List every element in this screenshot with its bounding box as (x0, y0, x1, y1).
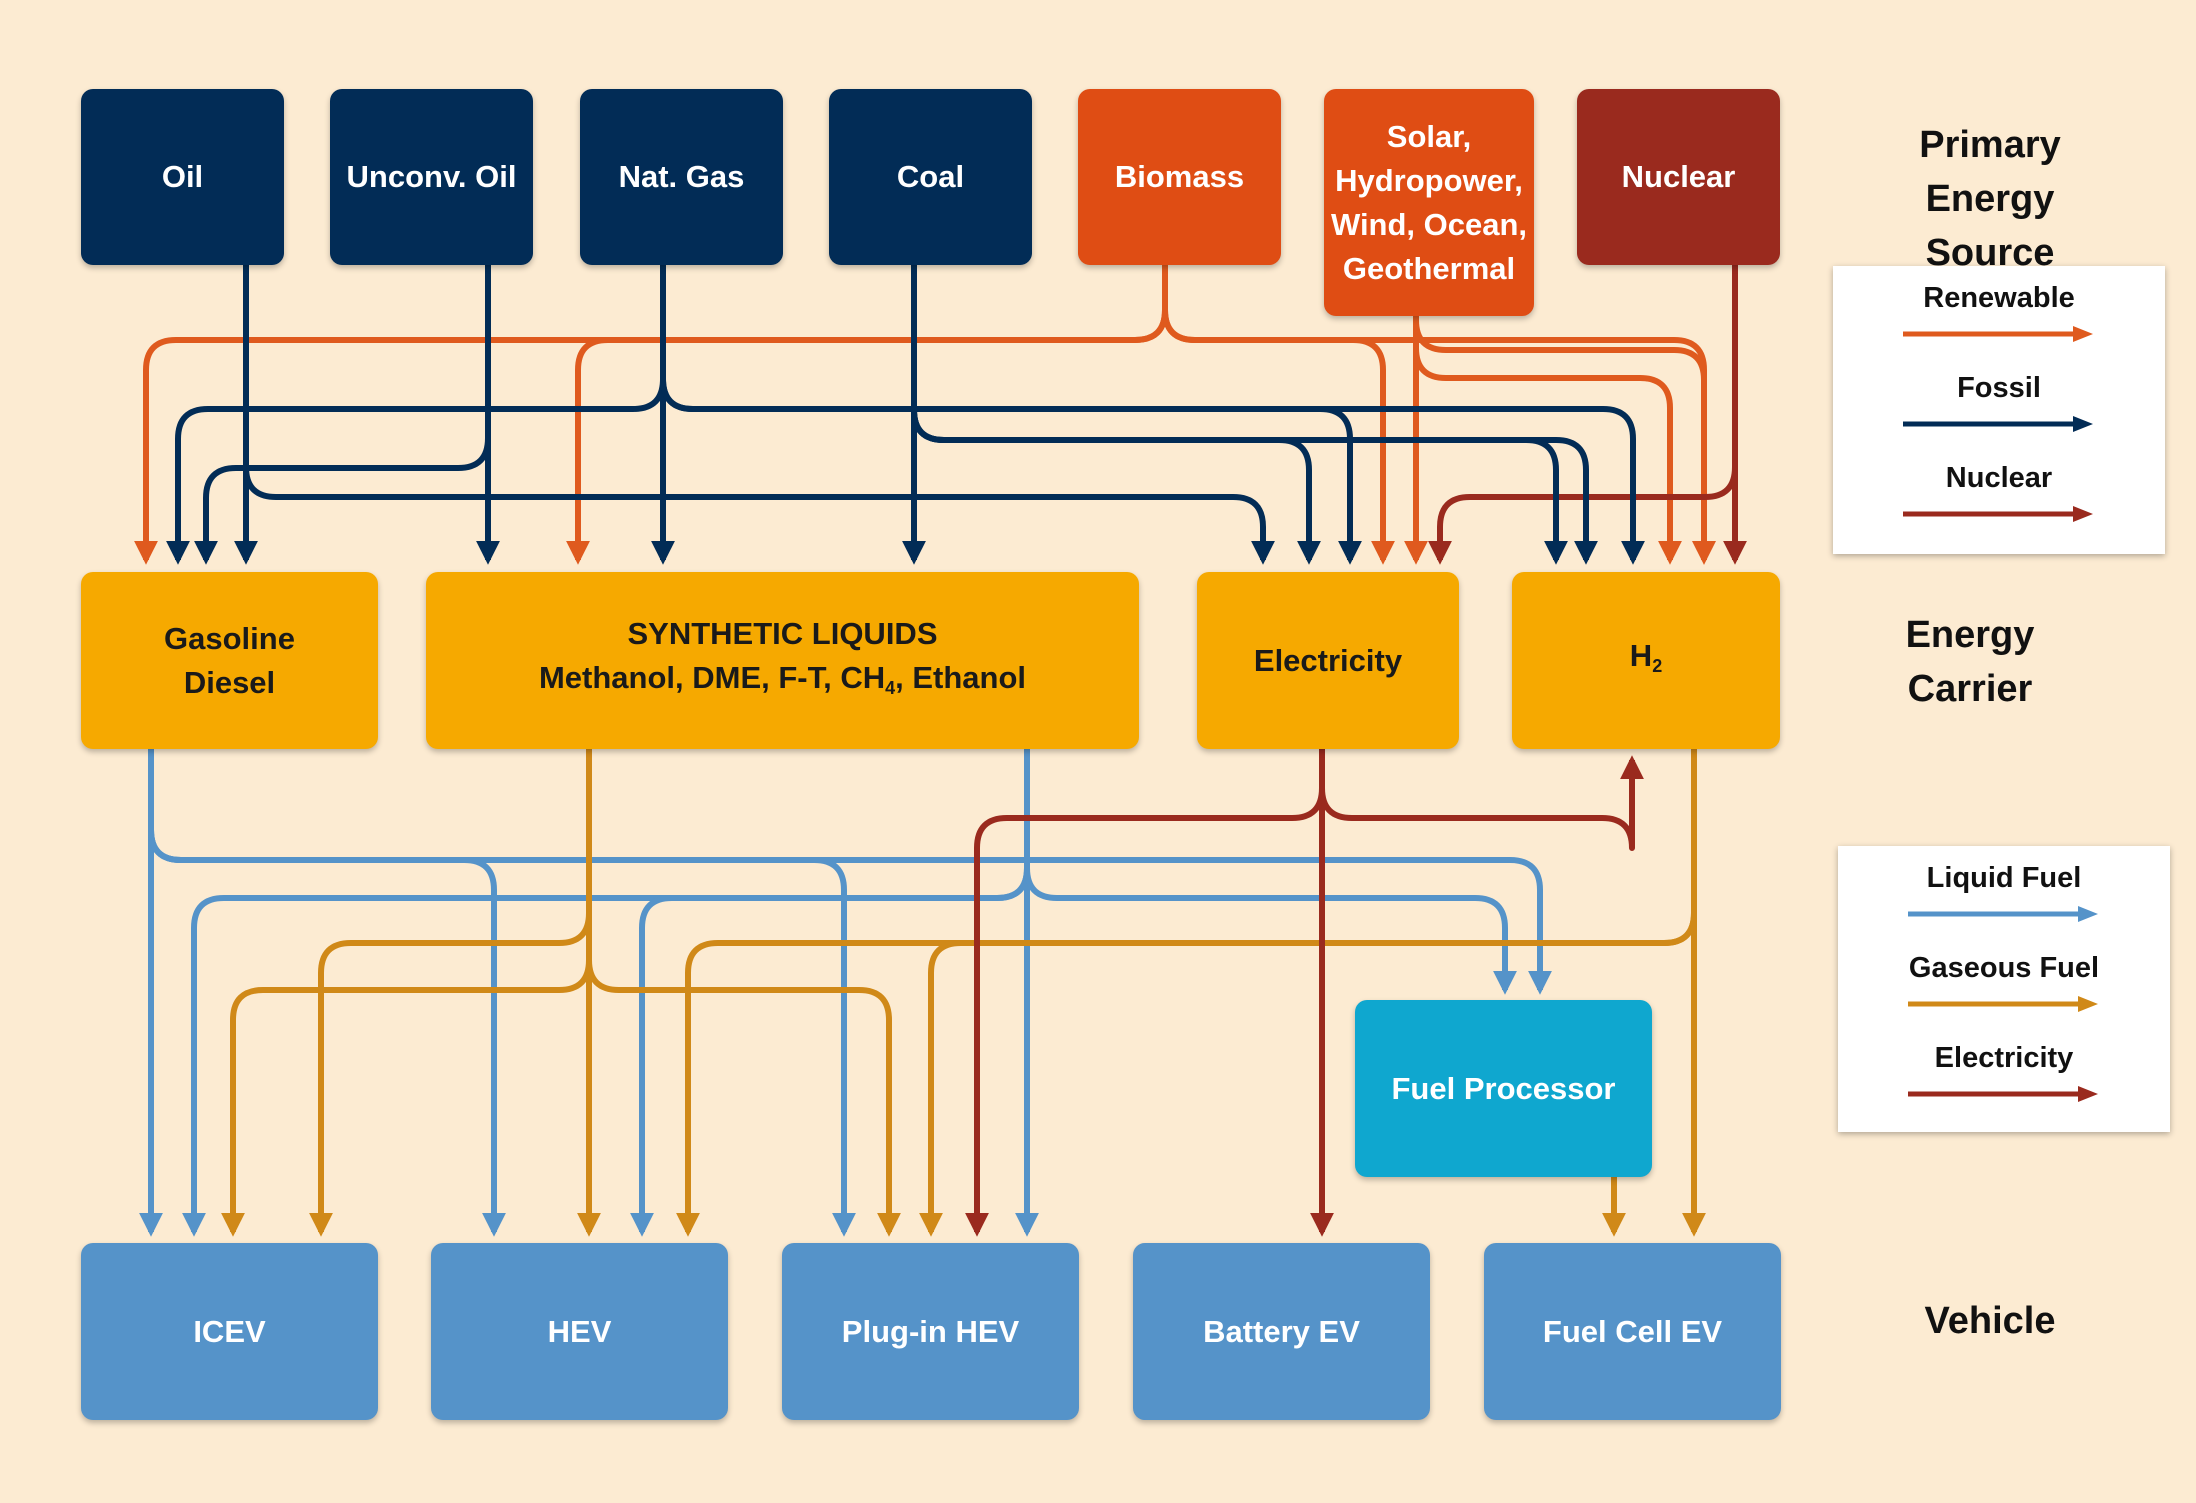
source-solar: Solar, Hydropower, Wind, Ocean, Geotherm… (1324, 89, 1534, 316)
flow-biomass-synthetic (566, 265, 1168, 565)
flow-coal-h2-b (911, 265, 1568, 565)
vehicle-hev-label: HEV (547, 1313, 612, 1349)
fuel-processor-label: Fuel Processor (1391, 1070, 1616, 1106)
carrier-synthetic-subscript: 4 (885, 677, 896, 698)
legend-renewable-arrow (1903, 326, 2093, 342)
carrier-h2: H2 (1512, 572, 1780, 749)
vehicle-fcev: Fuel Cell EV (1484, 1243, 1781, 1420)
flow-natgas-h2 (660, 265, 1645, 565)
flow-synthetic-gas-phev (586, 749, 901, 1237)
source-coal-label: Coal (896, 159, 965, 194)
flow-natgas-electricity (660, 265, 1362, 565)
label-primary-line-1: Primary (1919, 124, 2061, 166)
legend-liquid-fuel-arrow (1908, 906, 2098, 922)
source-nuclear: Nuclear (1577, 89, 1780, 265)
source-solar-line-2: Hydropower, (1335, 162, 1523, 198)
vehicle-icev: ICEV (81, 1243, 378, 1420)
source-unconv-oil-label: Unconv. Oil (346, 159, 517, 194)
carrier-gasoline-line-2: Diesel (183, 664, 276, 700)
flow-gasoline-processor (148, 749, 1552, 995)
source-coal: Coal (829, 89, 1032, 265)
flow-natgas-gasoline (166, 265, 666, 565)
flow-electricity-h2 (1319, 749, 1644, 851)
vehicle-fcev-label: Fuel Cell EV (1542, 1313, 1723, 1349)
label-primary-energy-source: Primary Energy Source (1860, 118, 2120, 280)
source-nuclear-label: Nuclear (1621, 159, 1736, 194)
flow-coal-electricity (911, 265, 1321, 565)
vehicle-hev: HEV (431, 1243, 728, 1420)
fuel-processor: Fuel Processor (1355, 1000, 1652, 1177)
carrier-h2-main: H (1629, 637, 1653, 673)
legend-fossil-arrow (1903, 416, 2093, 432)
source-solar-line-3: Wind, Ocean, (1330, 206, 1528, 242)
legend-electricity-label: Electricity (1934, 1042, 2074, 1074)
source-biomass-label: Biomass (1114, 159, 1245, 194)
carrier-synthetic-subtitle: Methanol, DME, F-T, CH4, Ethanol (539, 656, 1026, 710)
carrier-h2-subscript: 2 (1652, 655, 1663, 676)
legend-fossil-label: Fossil (1957, 372, 2041, 404)
carrier-synthetic-sub-b: , Ethanol (895, 659, 1027, 695)
source-solar-line-4: Geothermal (1342, 250, 1516, 286)
label-primary-line-2: Energy Source (1925, 178, 2055, 274)
label-carrier-line-1: Energy (1905, 614, 2035, 656)
legend-electricity-arrow (1908, 1086, 2098, 1102)
vehicle-icev-label: ICEV (193, 1313, 266, 1349)
legend-sources: Renewable Fossil Nuclear (1833, 266, 2165, 554)
carrier-synthetic-title: SYNTHETIC LIQUIDS (627, 615, 938, 651)
source-nat-gas-label: Nat. Gas (618, 159, 745, 194)
source-unconv-oil: Unconv. Oil (330, 89, 533, 265)
legend-nuclear-label: Nuclear (1945, 462, 2053, 494)
source-nat-gas: Nat. Gas (580, 89, 783, 265)
flow-solar-h2-a (1413, 316, 1682, 565)
legend-renewable-label: Renewable (1923, 282, 2075, 314)
source-solar-line-1: Solar, (1386, 118, 1472, 154)
carrier-synthetic-sub-a: Methanol, DME, F-T, CH (538, 659, 886, 695)
vehicle-bev: Battery EV (1133, 1243, 1430, 1420)
source-biomass: Biomass (1078, 89, 1281, 265)
carrier-h2-label: H2 (1630, 634, 1662, 688)
legend-liquid-fuel-label: Liquid Fuel (1926, 862, 2082, 894)
legend-gaseous-fuel-label: Gaseous Fuel (1908, 952, 2100, 984)
flow-synthetic-processor (1024, 749, 1517, 995)
flow-synthetic-gas-icev (221, 749, 592, 1237)
flow-solar-h2-b (1413, 316, 1716, 565)
vehicle-phev-label: Plug-in HEV (841, 1313, 1020, 1349)
carrier-gasoline-diesel: Gasoline Diesel (81, 572, 378, 749)
carrier-electricity-label: Electricity (1253, 642, 1403, 678)
label-vehicle-text: Vehicle (1924, 1300, 2056, 1342)
label-energy-carrier: Energy Carrier (1870, 608, 2070, 716)
legend-gaseous-fuel-arrow (1908, 996, 2098, 1012)
source-oil: Oil (81, 89, 284, 265)
carrier-gasoline-line-1: Gasoline (164, 620, 295, 656)
label-carrier-line-2: Carrier (1907, 668, 2033, 710)
flow-biomass-gasoline (134, 265, 1168, 565)
carrier-electricity: Electricity (1197, 572, 1459, 749)
flow-biomass-h2 (1162, 265, 1716, 565)
vehicle-bev-label: Battery EV (1203, 1313, 1360, 1349)
flow-oil-electricity (243, 265, 1275, 565)
legend-fuel-types: Liquid Fuel Gaseous Fuel Electricity (1838, 846, 2170, 1132)
flow-electricity-phev (965, 749, 1325, 1237)
vehicle-phev: Plug-in HEV (782, 1243, 1079, 1420)
source-oil-label: Oil (161, 159, 204, 194)
label-vehicle: Vehicle (1860, 1294, 2120, 1348)
legend-nuclear-arrow (1903, 506, 2093, 522)
carrier-synthetic-liquids: SYNTHETIC LIQUIDS Methanol, DME, F-T, CH… (426, 572, 1139, 749)
